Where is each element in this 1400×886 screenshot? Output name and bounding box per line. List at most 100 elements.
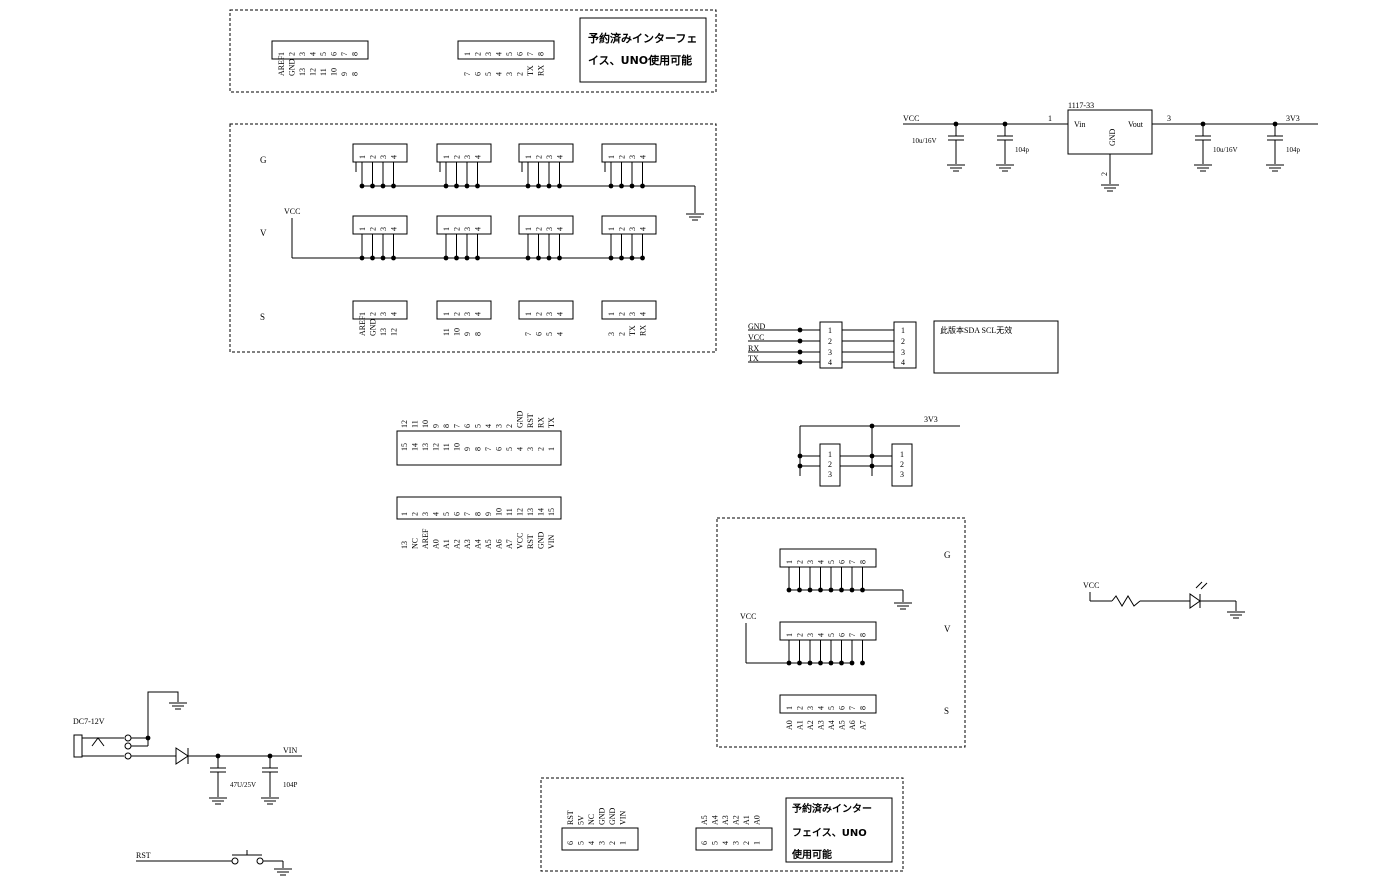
pin-number: 14 (411, 443, 420, 451)
pin-label: 13 (298, 68, 307, 76)
note-reserved-top: 予約済みインターフェ (588, 31, 697, 45)
pin-label: A1 (796, 720, 805, 730)
regulator-pin2: 2 (1100, 172, 1109, 176)
junction-dot (359, 183, 365, 189)
pin-number: 1 (828, 450, 832, 459)
pin-number: 3 (628, 155, 637, 159)
ground-icon (209, 797, 227, 805)
pin-number: 4 (390, 227, 399, 231)
gvs-digital-panel (229, 123, 717, 353)
pin-label: 7 (524, 332, 533, 336)
pin-number: 10 (453, 443, 462, 451)
pin-label: A3 (721, 815, 730, 825)
note-box-top (579, 17, 707, 83)
pin-number: 6 (516, 52, 525, 56)
label-rst: RST (136, 851, 151, 860)
pin-label: A7 (505, 539, 514, 549)
pin-label: A6 (495, 539, 504, 549)
pin-number: 7 (848, 633, 857, 637)
pin-number: 3 (379, 227, 388, 231)
pin-number: 9 (484, 512, 493, 516)
pin-label: A7 (859, 720, 868, 730)
pin-number: 1 (358, 312, 367, 316)
pin-number: 4 (390, 312, 399, 316)
pin-label: 10 (421, 420, 430, 428)
pin-number: 2 (901, 337, 905, 346)
pin-number: 2 (411, 512, 420, 516)
dc-jack-contact (91, 737, 105, 747)
pin-label: VIN (619, 811, 628, 825)
ground-icon (1227, 611, 1245, 619)
pin-number: 2 (900, 460, 904, 469)
pin-number: 5 (577, 841, 586, 845)
pin-number: 8 (859, 560, 868, 564)
pin-label: A4 (711, 815, 720, 825)
pin-label: GND (608, 807, 617, 825)
row-label-v2: V (944, 624, 951, 634)
pin-number: 4 (556, 227, 565, 231)
pin-number: 1 (442, 227, 451, 231)
label-cap-in-e: 10u/16V (912, 137, 937, 145)
pin-number: 3 (901, 348, 905, 357)
pin-number: 6 (700, 841, 709, 845)
pin-label: GND (516, 410, 525, 428)
pin-number: 2 (369, 312, 378, 316)
pin-number: 2 (369, 227, 378, 231)
pin-number: 1 (607, 312, 616, 316)
pin-number: 3 (628, 312, 637, 316)
pin-number: 2 (828, 337, 832, 346)
button-contact (256, 857, 264, 865)
pin-number: 2 (828, 460, 832, 469)
pin-number: 6 (566, 841, 575, 845)
junction-dot (797, 359, 803, 365)
pin-label: 10 (330, 68, 339, 76)
pin-number: 3 (484, 52, 493, 56)
label-3v3-reg: 3V3 (1286, 114, 1300, 123)
dc-jack (73, 734, 83, 758)
diode-icon (175, 747, 189, 765)
pin-number: 3 (379, 312, 388, 316)
pin-number: 3 (421, 512, 430, 516)
header-bottom-right (695, 827, 773, 851)
led-icon (1189, 593, 1201, 609)
pin-number: 5 (442, 512, 451, 516)
pin-label: TX (547, 417, 556, 428)
dc-jack-pin (124, 752, 132, 760)
pin-number: 6 (330, 52, 339, 56)
pin-number: 1 (753, 841, 762, 845)
label-cap-104p: 104P (283, 781, 298, 789)
pin-number: 4 (639, 227, 648, 231)
row-label-g: G (260, 155, 267, 165)
pin-number: 4 (817, 560, 826, 564)
pin-number: 1 (358, 227, 367, 231)
pin-label: RST (526, 413, 535, 428)
ground-icon (947, 164, 965, 172)
label-vcc-analog: VCC (740, 612, 756, 621)
nano-header-bottom (396, 496, 562, 520)
header-v-2 (436, 215, 492, 235)
header-s-3 (518, 300, 574, 320)
pin-number: 2 (608, 841, 617, 845)
pin-label: 5 (474, 424, 483, 428)
pin-number: 8 (537, 52, 546, 56)
pin-number: 3 (298, 52, 307, 56)
pin-number: 7 (848, 560, 857, 564)
pin-label: VIN (547, 535, 556, 549)
pin-number: 1 (358, 155, 367, 159)
pin-number: 1 (607, 155, 616, 159)
pin-number: 8 (474, 512, 483, 516)
pin-number: 1 (442, 155, 451, 159)
pin-number: 4 (432, 512, 441, 516)
pin-label: 12 (400, 420, 409, 428)
ground-icon (274, 868, 292, 876)
regulator-pin3: 3 (1167, 114, 1171, 123)
pin-number: 4 (817, 706, 826, 710)
pin-number: 2 (796, 706, 805, 710)
pin-number: 2 (453, 312, 462, 316)
pin-label: A5 (838, 720, 847, 730)
header-analog-s (779, 694, 877, 714)
pin-number: 3 (598, 841, 607, 845)
header-analog-v (779, 621, 877, 641)
pin-label: 11 (411, 420, 420, 428)
pin-label: 4 (495, 72, 504, 76)
